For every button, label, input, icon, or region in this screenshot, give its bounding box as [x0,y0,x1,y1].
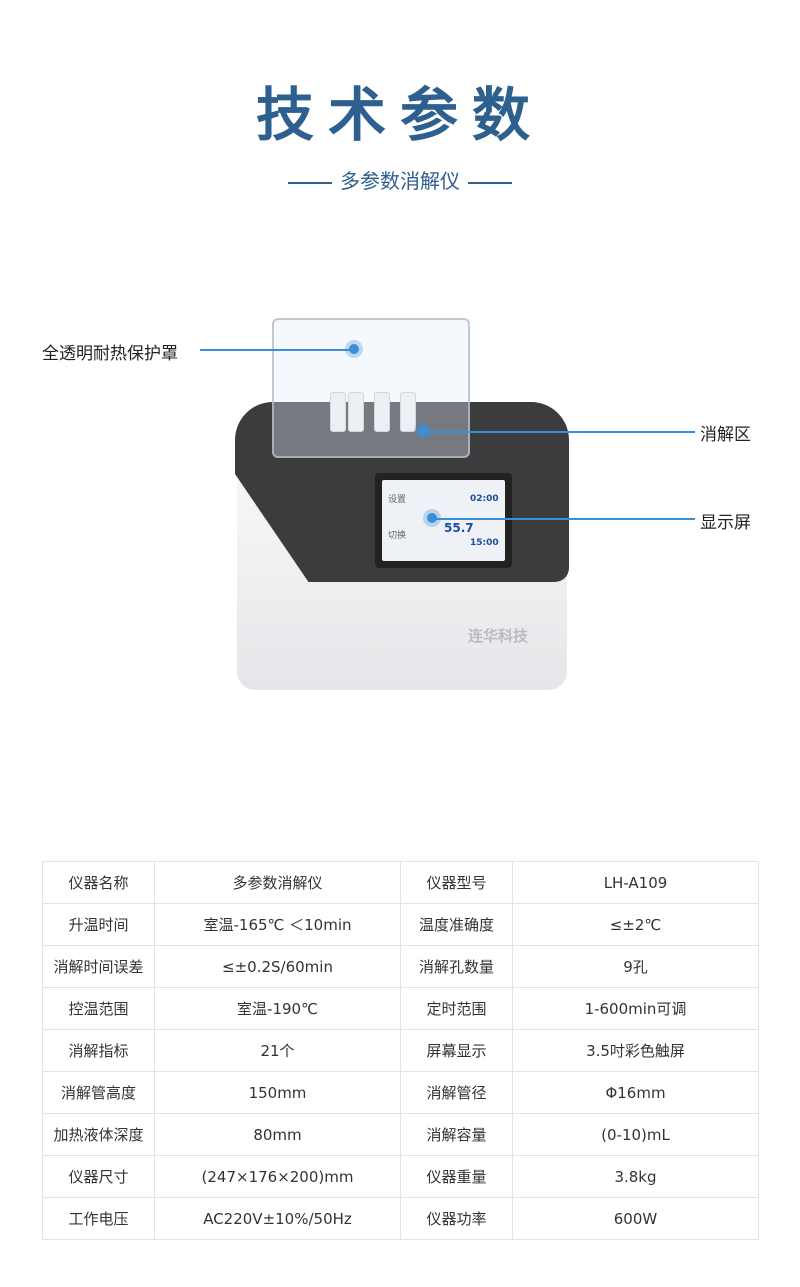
spec-label: 仪器尺寸 [42,1155,155,1198]
page-subtitle: 多参数消解仪 [0,165,800,194]
spec-value: 600W [512,1197,759,1240]
callout-line [432,518,695,520]
divider [288,181,332,184]
callout-line [423,431,695,433]
spec-value: 多参数消解仪 [154,861,401,904]
callout-dot [349,344,359,354]
screen-settings-button: 设置 [388,495,407,505]
spec-label: 消解孔数量 [400,945,513,988]
vial [348,392,364,432]
spec-value: 21个 [154,1029,401,1072]
screen-switch-button: 切换 [388,531,407,541]
callout-zone: 消解区 [700,425,751,445]
spec-value: 3.8kg [512,1155,759,1198]
spec-label: 仪器重量 [400,1155,513,1198]
spec-label: 屏幕显示 [400,1029,513,1072]
spec-label: 消解管高度 [42,1071,155,1114]
callout-line [200,349,352,351]
spec-value: ≤±2℃ [512,903,759,946]
spec-label: 加热液体深度 [42,1113,155,1156]
spec-label: 定时范围 [400,987,513,1030]
spec-value: 室温-165℃ ＜10min [154,903,401,946]
callout-dot [418,426,428,436]
spec-label: 工作电压 [42,1197,155,1240]
spec-value: LH-A109 [512,861,759,904]
spec-label: 仪器型号 [400,861,513,904]
spec-value: 150mm [154,1071,401,1114]
divider [468,181,512,184]
callout-cover: 全透明耐热保护罩 [42,344,178,364]
spec-label: 消解管径 [400,1071,513,1114]
screen-time-1: 02:00 [470,494,499,504]
spec-value: 室温-190℃ [154,987,401,1030]
spec-label: 消解容量 [400,1113,513,1156]
spec-value: 9孔 [512,945,759,988]
screen-temperature: 55.7 [444,521,474,535]
brand-logo: 连华科技 [468,627,529,645]
spec-label: 温度准确度 [400,903,513,946]
spec-value: (0-10)mL [512,1113,759,1156]
spec-value: ≤±0.2S/60min [154,945,401,988]
spec-value: (247×176×200)mm [154,1155,401,1198]
spec-label: 仪器功率 [400,1197,513,1240]
spec-label: 升温时间 [42,903,155,946]
protective-cover [272,318,470,458]
spec-value: 3.5吋彩色触屏 [512,1029,759,1072]
vial [330,392,346,432]
spec-label: 消解指标 [42,1029,155,1072]
page-title: 技术参数 [255,81,544,149]
vial [374,392,390,432]
spec-value: AC220V±10%/50Hz [154,1197,401,1240]
spec-label: 控温范围 [42,987,155,1030]
spec-value: 1-600min可调 [512,987,759,1030]
touch-screen: 设置 切换 55.7 02:00 15:00 [375,473,512,568]
spec-value: Φ16mm [512,1071,759,1114]
spec-value: 80mm [154,1113,401,1156]
spec-label: 仪器名称 [42,861,155,904]
subtitle-text: 多参数消解仪 [340,169,460,193]
vial [400,392,416,432]
callout-display: 显示屏 [700,513,751,533]
spec-label: 消解时间误差 [42,945,155,988]
screen-time-2: 15:00 [470,538,499,548]
callout-dot [427,513,437,523]
